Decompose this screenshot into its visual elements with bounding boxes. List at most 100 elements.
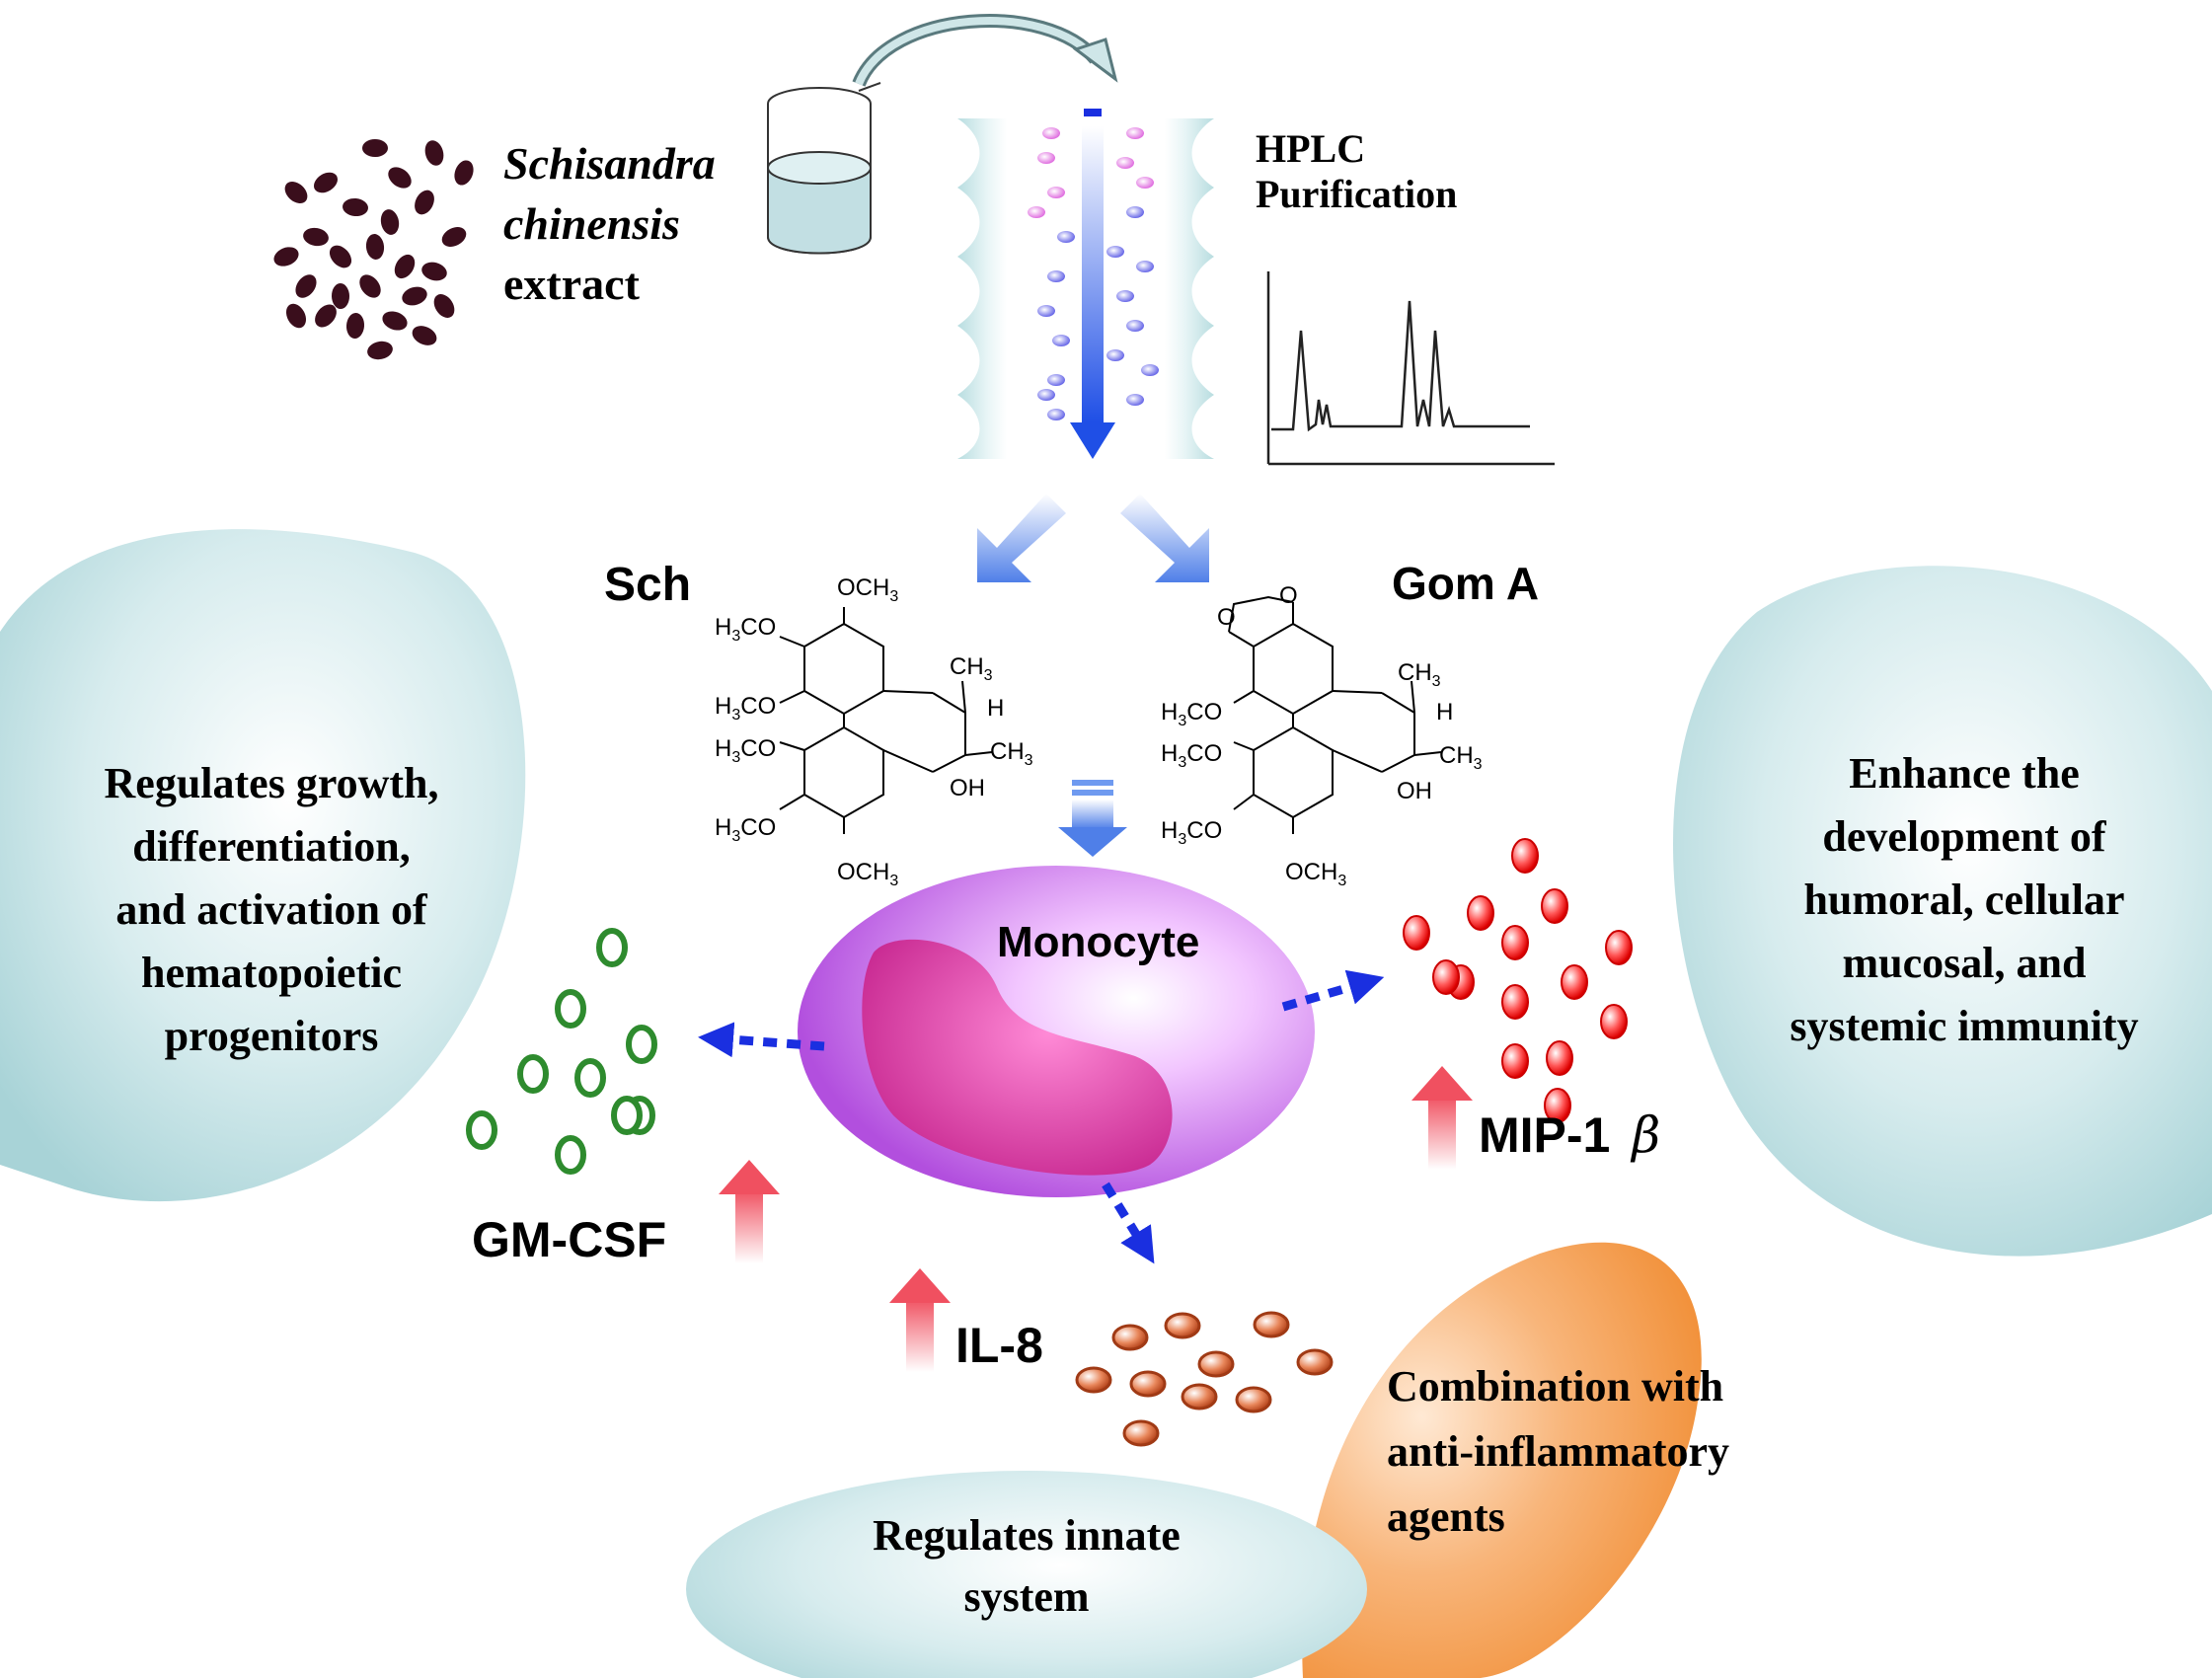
left-region-line-3: and activation of — [115, 885, 427, 934]
gmcsf-dot-cluster — [466, 928, 657, 1175]
right-region-line-4: mucosal, and — [1842, 939, 2087, 987]
bead — [1136, 177, 1154, 189]
mip-dot — [1541, 888, 1568, 924]
sch-och3-bottom: OCH3 — [837, 859, 899, 889]
left-region-line-5: progenitors — [164, 1012, 379, 1060]
bead — [1126, 320, 1144, 332]
gmcsf-dot — [574, 1058, 606, 1098]
extract-label: Schisandra chinensis extract — [503, 138, 716, 311]
seed — [329, 245, 352, 268]
bottom-region-line-1: Regulates innate — [873, 1511, 1181, 1560]
gmcsf-dot — [555, 989, 586, 1029]
orange-region-line-1: Combination with — [1387, 1362, 1724, 1411]
mip-label-text: MIP-1 — [1479, 1107, 1611, 1163]
seed — [402, 286, 427, 306]
seed — [388, 167, 412, 189]
sch-h3co-3: H3CO — [715, 735, 777, 766]
bead — [1047, 374, 1065, 386]
il8-dot — [1296, 1348, 1334, 1376]
bead — [1106, 246, 1124, 258]
gmcsf-dot — [466, 1110, 497, 1150]
il8-dot-cluster — [1075, 1311, 1334, 1447]
goma-ch3-side: CH3 — [1439, 742, 1483, 773]
curved-arrow-outline — [855, 17, 1100, 86]
sch-h3co-2: H3CO — [715, 693, 777, 724]
seed — [441, 227, 467, 247]
hplc-label: HPLC Purification — [1256, 126, 1457, 217]
beaker-icon — [767, 82, 881, 255]
seed — [380, 209, 400, 235]
mip-dot — [1467, 895, 1494, 931]
left-region-blob — [0, 529, 526, 1202]
il8-dot — [1075, 1366, 1112, 1394]
left-region-line-4: hematopoietic — [141, 949, 402, 997]
seed — [313, 172, 339, 193]
mip-dot — [1544, 1088, 1571, 1123]
seed — [365, 234, 385, 260]
curved-arrow-head — [1072, 38, 1118, 83]
seed — [433, 294, 455, 318]
arrow-to-monocyte — [1058, 780, 1127, 857]
gmcsf-dot — [555, 1135, 586, 1175]
mip-dot — [1605, 930, 1633, 965]
seed — [285, 303, 307, 329]
il8-dot — [1111, 1324, 1149, 1351]
split-arrow-right — [1120, 494, 1209, 582]
il8-dot — [1235, 1386, 1272, 1413]
bead — [1141, 364, 1159, 376]
bead — [1037, 152, 1055, 164]
mip-dot — [1511, 838, 1539, 874]
bead — [1042, 127, 1060, 139]
hplc-line-1: HPLC — [1256, 126, 1366, 171]
orange-region-line-2: anti-inflammatory — [1387, 1427, 1730, 1476]
bead — [1126, 206, 1144, 218]
bead — [1136, 261, 1154, 272]
orange-region-blob — [1302, 1242, 1702, 1678]
right-region-blob — [1673, 566, 2212, 1257]
arrow-to-gmcsf — [698, 1022, 825, 1058]
left-region-line-1: Regulates growth, — [104, 759, 439, 807]
goma-h3co-2: H3CO — [1161, 740, 1223, 771]
goma-och3-bottom: OCH3 — [1285, 859, 1347, 889]
gmcsf-dot — [596, 928, 628, 967]
bead — [1106, 349, 1124, 361]
left-region-text: Regulates growth, differentiation, and a… — [39, 752, 503, 1068]
mip-dot-cluster — [1403, 838, 1633, 1123]
bead — [1052, 335, 1070, 346]
bead — [1037, 389, 1055, 401]
mip-dot — [1501, 984, 1529, 1020]
goma-h: H — [1436, 699, 1454, 725]
extract-line-1: Schisandra — [503, 138, 716, 189]
seed — [315, 304, 337, 328]
seed — [303, 227, 329, 247]
seed — [359, 274, 381, 298]
mip-dot — [1501, 925, 1529, 960]
bead — [1047, 187, 1065, 198]
mip-beta-symbol: β — [1632, 1106, 1661, 1164]
orange-region-line-3: agents — [1387, 1492, 1505, 1541]
bead — [1028, 206, 1045, 218]
left-region-line-2: differentiation, — [132, 822, 411, 871]
gmcsf-dot — [517, 1054, 549, 1094]
bottom-region-line-2: system — [963, 1572, 1090, 1621]
bottom-region-text: Regulates innate system — [780, 1505, 1273, 1628]
gmcsf-dot — [611, 1096, 643, 1135]
sch-h: H — [987, 695, 1005, 722]
bead — [1047, 409, 1065, 420]
seed — [362, 139, 388, 157]
mip-dot — [1432, 959, 1460, 995]
bead — [1047, 270, 1065, 282]
sch-structure — [779, 607, 993, 834]
bead — [1126, 127, 1144, 139]
goma-h3co-3: H3CO — [1161, 817, 1223, 848]
chromatogram — [1266, 271, 1555, 466]
arrow-to-il8 — [1102, 1182, 1155, 1264]
sch-h3co-1: H3CO — [715, 614, 777, 645]
mip-up-arrow — [1411, 1066, 1473, 1170]
mip-dot — [1600, 1004, 1628, 1039]
goma-h3co-1: H3CO — [1161, 699, 1223, 729]
right-region-text: Enhance the development of humoral, cell… — [1737, 742, 2191, 1058]
gmcsf-up-arrow — [719, 1160, 780, 1263]
